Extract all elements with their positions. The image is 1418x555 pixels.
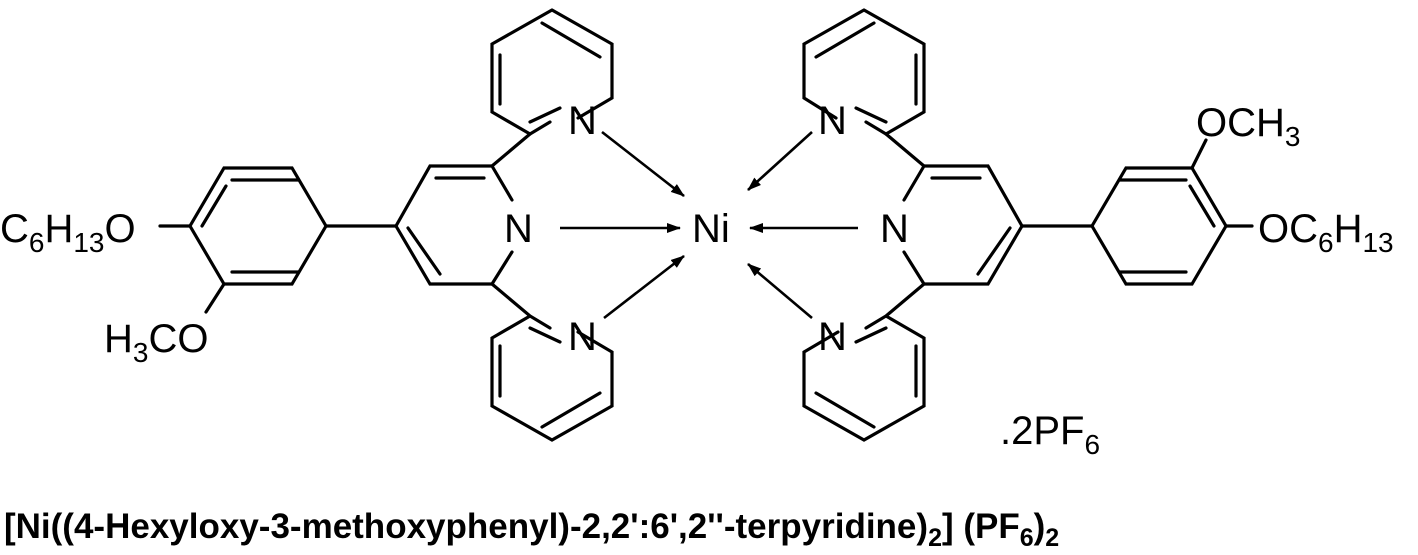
n-left-bottom: N (568, 315, 597, 359)
counterion-label: .2PF6 (1000, 409, 1100, 460)
left-top-pyridine-ring (490, 8, 614, 168)
n-left-top: N (568, 99, 597, 143)
compound-caption: [Ni((4-Hexyloxy-3-methoxyphenyl)-2,2':6'… (4, 507, 1059, 552)
n-left-middle: N (504, 207, 533, 251)
arrow-right-bottom (747, 263, 813, 319)
right-methoxy-label: OCH3 (1196, 101, 1300, 152)
n-right-middle: N (880, 207, 909, 251)
n-right-bottom: N (818, 315, 847, 359)
right-phenyl-ring (1020, 138, 1254, 286)
left-central-pyridine-ring (394, 164, 514, 286)
left-hexyloxy-label: C6H13O (0, 207, 136, 258)
left-methoxy-label: H3CO (104, 317, 208, 368)
n-right-top: N (818, 99, 847, 143)
right-bottom-pyridine-ring (802, 282, 926, 442)
left-bottom-pyridine-ring (490, 282, 614, 442)
left-phenyl-ring (158, 166, 398, 314)
arrow-right-top (747, 131, 813, 191)
right-top-pyridine-ring (802, 8, 926, 168)
right-hexyloxy-label: OC6H13 (1258, 207, 1394, 258)
metal-label: Ni (692, 207, 730, 251)
arrow-left-bottom (603, 254, 685, 320)
arrow-left-top (601, 130, 685, 198)
right-central-pyridine-ring (902, 164, 1024, 286)
coordination-arrows (560, 130, 858, 320)
